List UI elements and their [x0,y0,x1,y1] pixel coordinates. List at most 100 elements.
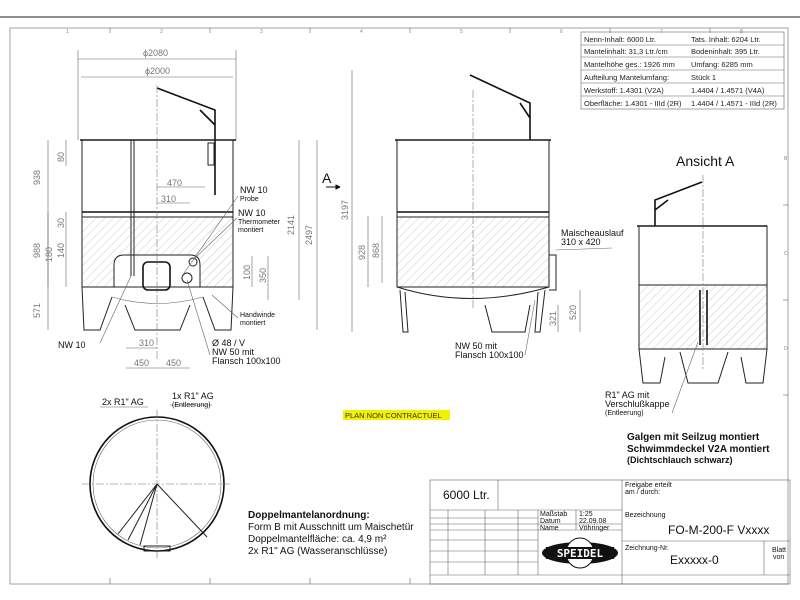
label-nw10-left: NW 10 [58,340,86,350]
title-block: 6000 Ltr. Freigabe erteilt am / durch: M… [429,479,791,585]
front-view: ϕ2080 ϕ2000 2141 2497 80 938 30 [32,48,318,369]
grid-row-label: C [784,251,788,257]
side-view: A 3197 928 868 520 321 Maischeauslauf 31… [322,70,624,360]
label-entleerung: (Entleerung) [172,402,211,409]
grid-col-label: 6 [560,29,563,35]
label-flansch: Flansch 100x100 [212,356,281,366]
drawing-number-label: Zeichnung-Nr. [625,545,669,552]
dim-928: 928 [357,245,367,260]
dim-868: 868 [371,243,381,258]
drawing-number: Exxxxx-0 [670,553,719,567]
dim-180: 180 [44,247,54,262]
scale-value: 1:25 [579,511,593,518]
grid-col-label: 2 [160,29,163,35]
label-entleerung: (Entleerung) [605,410,644,417]
spec-cell: Mantelhöhe ges.: 1926 mm [584,60,675,69]
spec-cell: Werkstoff: 1.4301 (V2A) [584,86,664,95]
label-flansch: Flansch 100x100 [455,350,524,360]
jacket-hatch [81,216,234,288]
jacket-title: Doppelmantelanordnung: [248,510,370,521]
label-r1-ag: R1" AG mit [605,390,650,400]
date-label: Datum [540,518,561,525]
label-nw10-probe: NW 10 [240,185,268,195]
spec-cell: 1.4404 / 1.4571 (V4A) [691,86,765,95]
sheet-sub: von [773,554,784,561]
label-maischeauslauf: Maischeauslauf [561,228,624,238]
dim-520: 520 [568,305,578,320]
release-label: Freigabe erteilt [625,482,672,489]
spec-cell: Aufteilung Mantelumfang: [584,73,669,82]
grid-col-label: 3 [260,29,263,35]
label-nw10-thermometer: NW 10 [238,208,266,218]
jacket-line: Form B mit Ausschnitt um Maischetür [248,522,414,533]
description-value: FO-M-200-F Vxxxx [668,523,769,537]
grid-col-label: 4 [360,29,363,35]
speidel-logo: SPEIDEL [542,537,618,569]
stamp-plan-non-contractuel: PLAN NON CONTRACTUEL [345,411,442,420]
release-sub: am / durch: [625,489,660,496]
dim-321: 321 [548,311,558,326]
spec-cell: Oberfläche: 1.4301 - IIId (2R) [584,99,682,108]
dim-2080: ϕ2080 [143,48,168,58]
dim-938: 938 [32,170,42,185]
label-outlet-size: 310 x 420 [561,237,601,247]
dim-80: 80 [56,152,66,162]
manway-door [142,261,171,291]
dim-450-right: 450 [166,358,181,368]
dim-30: 30 [56,218,66,228]
label-thermometer: Thermometer [238,219,281,226]
dim-2000: ϕ2000 [145,66,170,76]
grid-row-label: D [784,346,788,352]
title-volume: 6000 Ltr. [443,488,490,502]
label-2x-r1-ag: 2x R1" AG [102,397,144,407]
svg-text:SPEIDEL: SPEIDEL [557,547,604,560]
jacket-notes: Doppelmantelanordnung: Form B mit Aussch… [248,510,414,557]
label-d48: Ø 48 / V [212,338,245,348]
scale-label: Maßstab [540,511,567,518]
spec-cell: 1.4404 / 1.4571 - IIId (2R) [691,99,777,108]
spec-cell: Tats. Inhalt: 6204 Ltr. [691,35,761,44]
grid-col-label: 1 [66,29,69,35]
label-verschlusskappe: Verschlußkappe [605,399,670,409]
dim-988: 988 [32,243,42,258]
label-handwinde-mounted: montiert [240,320,265,327]
spec-cell: Stück 1 [691,73,716,82]
dim-310-bottom: 310 [139,338,154,348]
label-thermometer-mounted: montiert [238,227,263,234]
view-a-title: Ansicht A [676,153,735,169]
label-probe: Probe [240,196,259,203]
hoist-arm [156,87,216,195]
dim-310: 310 [161,194,176,204]
dim-350: 350 [258,268,268,283]
jacket-line: 2x R1" AG (Wasseranschlüsse) [248,546,387,557]
description-label: Bezeichnung [625,512,666,519]
dim-2141: 2141 [286,215,296,235]
dim-2497: 2497 [304,225,314,245]
spec-table: Nenn-Inhalt: 6000 Ltr. Tats. Inhalt: 620… [580,31,785,110]
view-a: Ansicht A R1" AG mit Verschlußkappe (Ent… [605,153,770,465]
spec-cell: Mantelinhalt: 31,3 Ltr./cm [584,47,668,56]
grid-col-label: 5 [460,29,463,35]
drawing-frame: 1 2 3 4 5 6 7 8 B C D [0,16,800,585]
spec-cell: Bodeninhalt: 395 Ltr. [691,47,760,56]
dim-450-left: 450 [134,358,149,368]
label-nw50: NW 50 mit [455,341,498,351]
jacket-line: Doppelmantelfläche: ca. 4,9 m² [248,534,387,545]
note-schwimmdeckel: Schwimmdeckel V2A montiert [627,444,770,455]
dim-470: 470 [167,178,182,188]
spec-cell: Nenn-Inhalt: 6000 Ltr. [584,35,656,44]
dim-3197: 3197 [340,200,350,220]
label-handwinde: Handwinde [240,312,275,319]
label-nw50: NW 50 mit [212,347,255,357]
note-dichtschlauch: (Dichtschlauch schwarz) [627,455,733,465]
spec-cell: Umfang: 6285 mm [691,60,753,69]
sheet-label: Blatt [772,547,786,554]
name-value: Vöhringer [579,525,610,532]
note-galgen: Galgen mit Seilzug montiert [627,432,760,443]
date-value: 22.09.08 [579,518,606,525]
dim-140: 140 [56,243,66,258]
dim-100: 100 [242,265,252,280]
name-label: Name [540,525,559,532]
view-marker-a: A [322,170,332,186]
